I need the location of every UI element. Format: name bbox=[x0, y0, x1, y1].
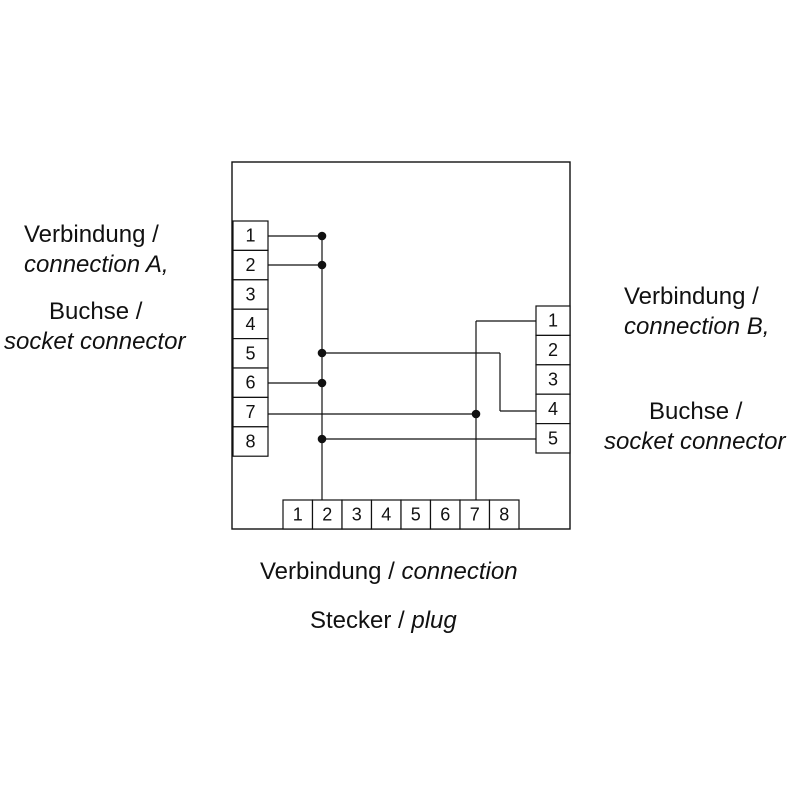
socket-a-pin-label: 2 bbox=[245, 255, 255, 275]
junction-dot bbox=[471, 409, 481, 419]
connection-b-title-de: Verbindung / bbox=[624, 283, 759, 310]
junction-dot bbox=[317, 260, 327, 270]
socket-b-pin-label: 5 bbox=[548, 428, 558, 448]
socket-b-pin-label: 2 bbox=[548, 340, 558, 360]
plug-pin-cell bbox=[370, 499, 402, 530]
socket-b-pin-label: 4 bbox=[548, 399, 558, 419]
connection-b-title-en: connection B, bbox=[624, 313, 770, 340]
junction-dot bbox=[317, 348, 327, 358]
plug-pin-label: 8 bbox=[499, 505, 509, 525]
connection-a-type-label: Buchse / socket connector bbox=[4, 297, 185, 357]
plug-title-de: Verbindung / bbox=[260, 558, 395, 585]
plug-type-de: Stecker / bbox=[310, 607, 405, 634]
socket-b-block: 1 2 3 4 5 bbox=[535, 305, 571, 454]
connection-a-type-de: Buchse / bbox=[49, 298, 143, 325]
plug-pin-cell bbox=[341, 499, 373, 530]
socket-a-pin-cell bbox=[232, 279, 269, 310]
socket-a-pin-label: 5 bbox=[245, 343, 255, 363]
junction-dot bbox=[317, 231, 327, 241]
socket-a-pin-label: 7 bbox=[245, 402, 255, 422]
plug-pin-label: 3 bbox=[352, 505, 362, 525]
plug-type-label: Stecker / plug bbox=[310, 606, 457, 636]
connection-b-type-label: Buchse / socket connector bbox=[604, 397, 785, 457]
socket-a-pin-label: 3 bbox=[245, 285, 255, 305]
plug-pin-label: 4 bbox=[381, 505, 391, 525]
plug-pin-label: 6 bbox=[440, 505, 450, 525]
socket-a-pin-label: 4 bbox=[245, 314, 255, 334]
connection-b-type-en: socket connector bbox=[604, 428, 786, 455]
socket-a-block: 1 2 3 4 5 6 7 8 bbox=[232, 220, 269, 457]
plug-title-en: connection bbox=[401, 558, 518, 585]
connection-a-title-de: Verbindung / bbox=[24, 221, 159, 248]
socket-a-pin-label: 6 bbox=[245, 373, 255, 393]
socket-b-pin-cell bbox=[535, 334, 571, 366]
socket-b-pin-label: 1 bbox=[548, 311, 558, 331]
plug-pin-label: 7 bbox=[470, 505, 480, 525]
plug-pin-cell bbox=[488, 499, 520, 530]
plug-pin-label: 1 bbox=[293, 505, 303, 525]
connection-a-title-en: connection A, bbox=[24, 251, 169, 278]
connection-a-type-en: socket connector bbox=[4, 328, 186, 355]
socket-b-pin-cell bbox=[535, 305, 571, 336]
connection-b-type-de: Buchse / bbox=[649, 398, 743, 425]
enclosure-frame bbox=[231, 161, 571, 530]
socket-b-pin-label: 3 bbox=[548, 370, 558, 390]
socket-a-pin-label: 8 bbox=[245, 432, 255, 452]
connection-a-label: Verbindung / connection A, bbox=[24, 220, 169, 280]
socket-a-pin-cell bbox=[232, 426, 269, 457]
connection-b-label: Verbindung / connection B, bbox=[624, 282, 769, 342]
wires bbox=[268, 235, 536, 500]
plug-connection-label: Verbindung / connection bbox=[260, 557, 518, 587]
socket-a-pin-label: 1 bbox=[245, 226, 255, 246]
plug-pin-label: 5 bbox=[411, 505, 421, 525]
socket-b-pin-cell bbox=[535, 423, 571, 454]
plug-pin-label: 2 bbox=[322, 505, 332, 525]
junction-dots bbox=[317, 231, 481, 444]
socket-b-pin-cell bbox=[535, 393, 571, 425]
plug-type-en: plug bbox=[411, 607, 457, 634]
socket-a-pin-cell bbox=[232, 308, 269, 340]
junction-dot bbox=[317, 434, 327, 444]
junction-dot bbox=[317, 378, 327, 388]
